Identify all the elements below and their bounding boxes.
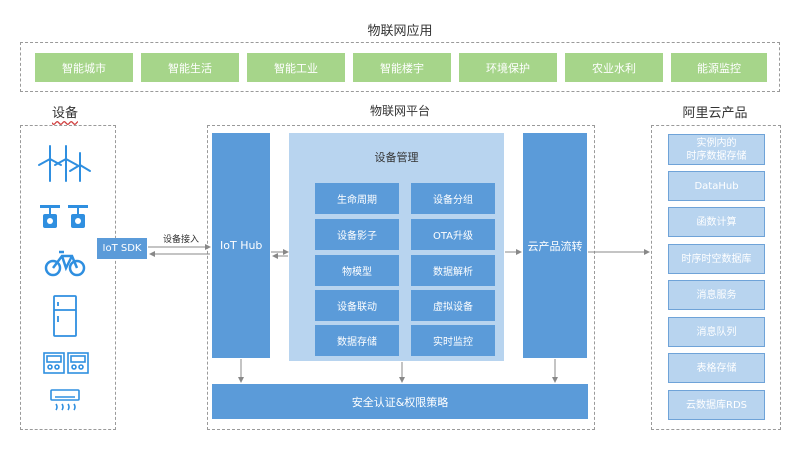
app-7[interactable]: 能源监控 xyxy=(671,53,767,82)
mgmt-lifecycle[interactable]: 生命周期 xyxy=(315,183,399,214)
cloud-flow-column[interactable]: 云产品流转 xyxy=(523,133,587,358)
cloud-flow-label: 云产品流转 xyxy=(527,239,583,253)
mgmt-device-shadow[interactable]: 设备影子 xyxy=(315,219,399,250)
app-2[interactable]: 智能生活 xyxy=(141,53,239,82)
product-message-queue[interactable]: 消息队列 xyxy=(668,317,765,347)
devices-title: 设备 xyxy=(51,106,78,121)
product-datahub[interactable]: DataHub xyxy=(668,171,765,201)
cloud-products-title: 阿里云产品 xyxy=(682,106,748,121)
wind-turbine-icon xyxy=(38,145,91,182)
mgmt-virtual-device[interactable]: 虚拟设备 xyxy=(411,290,495,321)
product-timeseries-storage[interactable]: 实例内的 时序数据存储 xyxy=(668,134,765,165)
devices-panel xyxy=(20,125,116,430)
security-bar[interactable]: 安全认证&权限策略 xyxy=(212,384,588,419)
app-4[interactable]: 智能楼宇 xyxy=(353,53,451,82)
app-3[interactable]: 智能工业 xyxy=(247,53,345,82)
fan-icon xyxy=(40,205,88,228)
product-rds[interactable]: 云数据库RDS xyxy=(668,390,765,420)
refrigerator-icon xyxy=(53,295,77,337)
mgmt-data-storage[interactable]: 数据存储 xyxy=(315,325,399,356)
iot-hub-column[interactable]: IoT Hub xyxy=(212,133,270,358)
mgmt-realtime-monitor[interactable]: 实时监控 xyxy=(411,325,495,356)
product-message-service[interactable]: 消息服务 xyxy=(668,280,765,310)
device-connect-label: 设备接入 xyxy=(162,235,199,245)
product-table-store[interactable]: 表格存储 xyxy=(668,353,765,383)
iot-sdk-box[interactable]: IoT SDK xyxy=(97,238,147,259)
app-1[interactable]: 智能城市 xyxy=(35,53,133,82)
product-function-compute[interactable]: 函数计算 xyxy=(668,207,765,237)
iot-applications-title: 物联网应用 xyxy=(367,24,433,39)
iot-platform-panel xyxy=(207,125,595,430)
device-management-title: 设备管理 xyxy=(374,151,419,164)
meter-icon xyxy=(43,352,89,374)
mgmt-device-group[interactable]: 设备分组 xyxy=(411,183,495,214)
iot-hub-label: IoT Hub xyxy=(220,239,263,252)
product-tsdb[interactable]: 时序时空数据库 xyxy=(668,244,765,274)
bicycle-icon xyxy=(44,250,86,277)
iot-platform-title: 物联网平台 xyxy=(369,104,430,118)
mgmt-data-parsing[interactable]: 数据解析 xyxy=(411,255,495,286)
cloud-products-panel xyxy=(651,125,781,430)
app-5[interactable]: 环境保护 xyxy=(459,53,557,82)
air-conditioner-icon xyxy=(50,389,80,411)
mgmt-device-linkage[interactable]: 设备联动 xyxy=(315,290,399,321)
mgmt-ota-upgrade[interactable]: OTA升级 xyxy=(411,219,495,250)
app-6[interactable]: 农业水利 xyxy=(565,53,663,82)
mgmt-thing-model[interactable]: 物模型 xyxy=(315,255,399,286)
iot-applications-panel xyxy=(20,42,780,92)
